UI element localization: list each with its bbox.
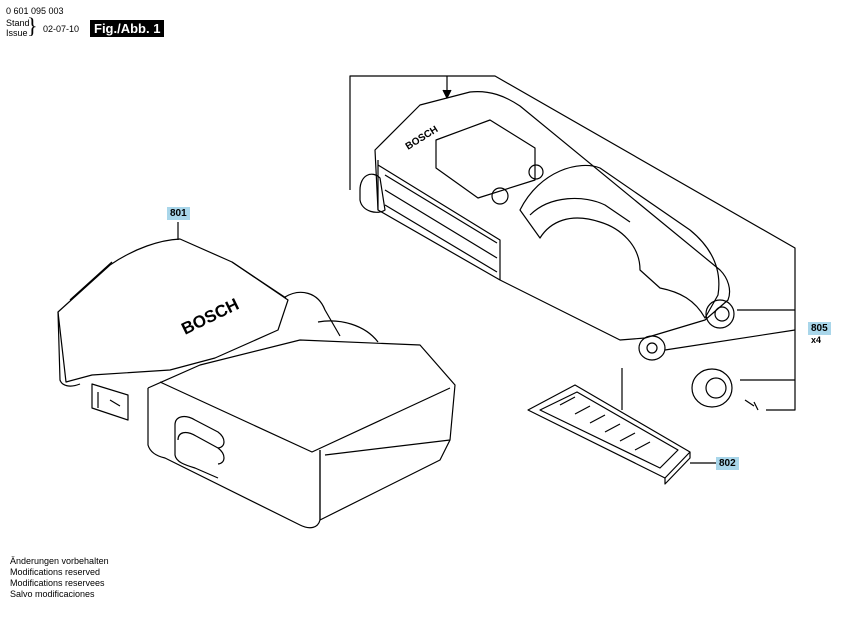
brace-glyph: } <box>27 13 38 38</box>
case-lid-seam <box>159 381 451 453</box>
bottom-right-wheel <box>705 299 735 329</box>
bottom-left-wheel-hub <box>646 342 658 354</box>
cover-inner <box>539 391 679 469</box>
footer-line-en: Modifications reserved <box>10 567 101 577</box>
document-number: 0 601 095 003 <box>6 6 64 16</box>
case-body-side <box>319 439 451 521</box>
device-logo-text: BOSCH <box>404 124 440 152</box>
callout-805: 805 <box>808 322 831 335</box>
loose-wheel <box>691 368 733 408</box>
device-housing <box>374 91 731 341</box>
stand-issue-labels: Stand Issue <box>6 18 30 38</box>
footer-line-es: Salvo modificaciones <box>10 589 95 599</box>
footer-line-de: Änderungen vorbehalten <box>10 556 109 566</box>
case-flap <box>57 238 289 383</box>
handle-grip <box>529 197 631 223</box>
stand-label: Stand <box>6 18 30 28</box>
case-body-front <box>147 388 321 529</box>
device-handle <box>519 164 720 319</box>
device-display <box>435 119 536 199</box>
cover-ribs <box>559 396 651 451</box>
screw <box>744 399 759 411</box>
strap-middle <box>317 320 379 343</box>
bottom-left-wheel <box>638 335 666 361</box>
issue-date: 02-07-10 <box>43 24 80 34</box>
case-flap-front <box>57 311 81 387</box>
detector-device: BOSCH <box>349 75 796 411</box>
battery-pockets <box>174 415 225 479</box>
button-right <box>528 164 544 180</box>
bottom-right-wheel-hub <box>714 306 730 322</box>
cover-frame <box>527 384 691 479</box>
issue-label: Issue <box>6 28 28 38</box>
figure-badge: Fig./Abb. 1 <box>90 20 165 37</box>
device-ribs <box>377 160 501 280</box>
belt-loop <box>91 383 129 421</box>
case-flap-edge <box>69 261 287 301</box>
button-left <box>491 187 509 205</box>
loose-wheel-hub <box>705 377 727 399</box>
callout-802: 802 <box>716 457 739 470</box>
case-logo-text: BOSCH <box>178 295 242 339</box>
cover-side <box>664 452 691 485</box>
strap-upper <box>284 291 341 337</box>
footer-line-fr: Modifications reservees <box>10 578 105 588</box>
carrying-case: BOSCH <box>57 222 456 529</box>
footer-notes: Änderungen vorbehalten Modifications res… <box>10 556 109 600</box>
battery-cover <box>527 368 716 485</box>
leader-805-frame <box>349 75 796 411</box>
callout-805-quantity: x4 <box>811 335 822 345</box>
leader-805-wheel-b <box>664 329 796 351</box>
callout-801: 801 <box>167 207 190 220</box>
top-left-wheel <box>359 173 386 213</box>
